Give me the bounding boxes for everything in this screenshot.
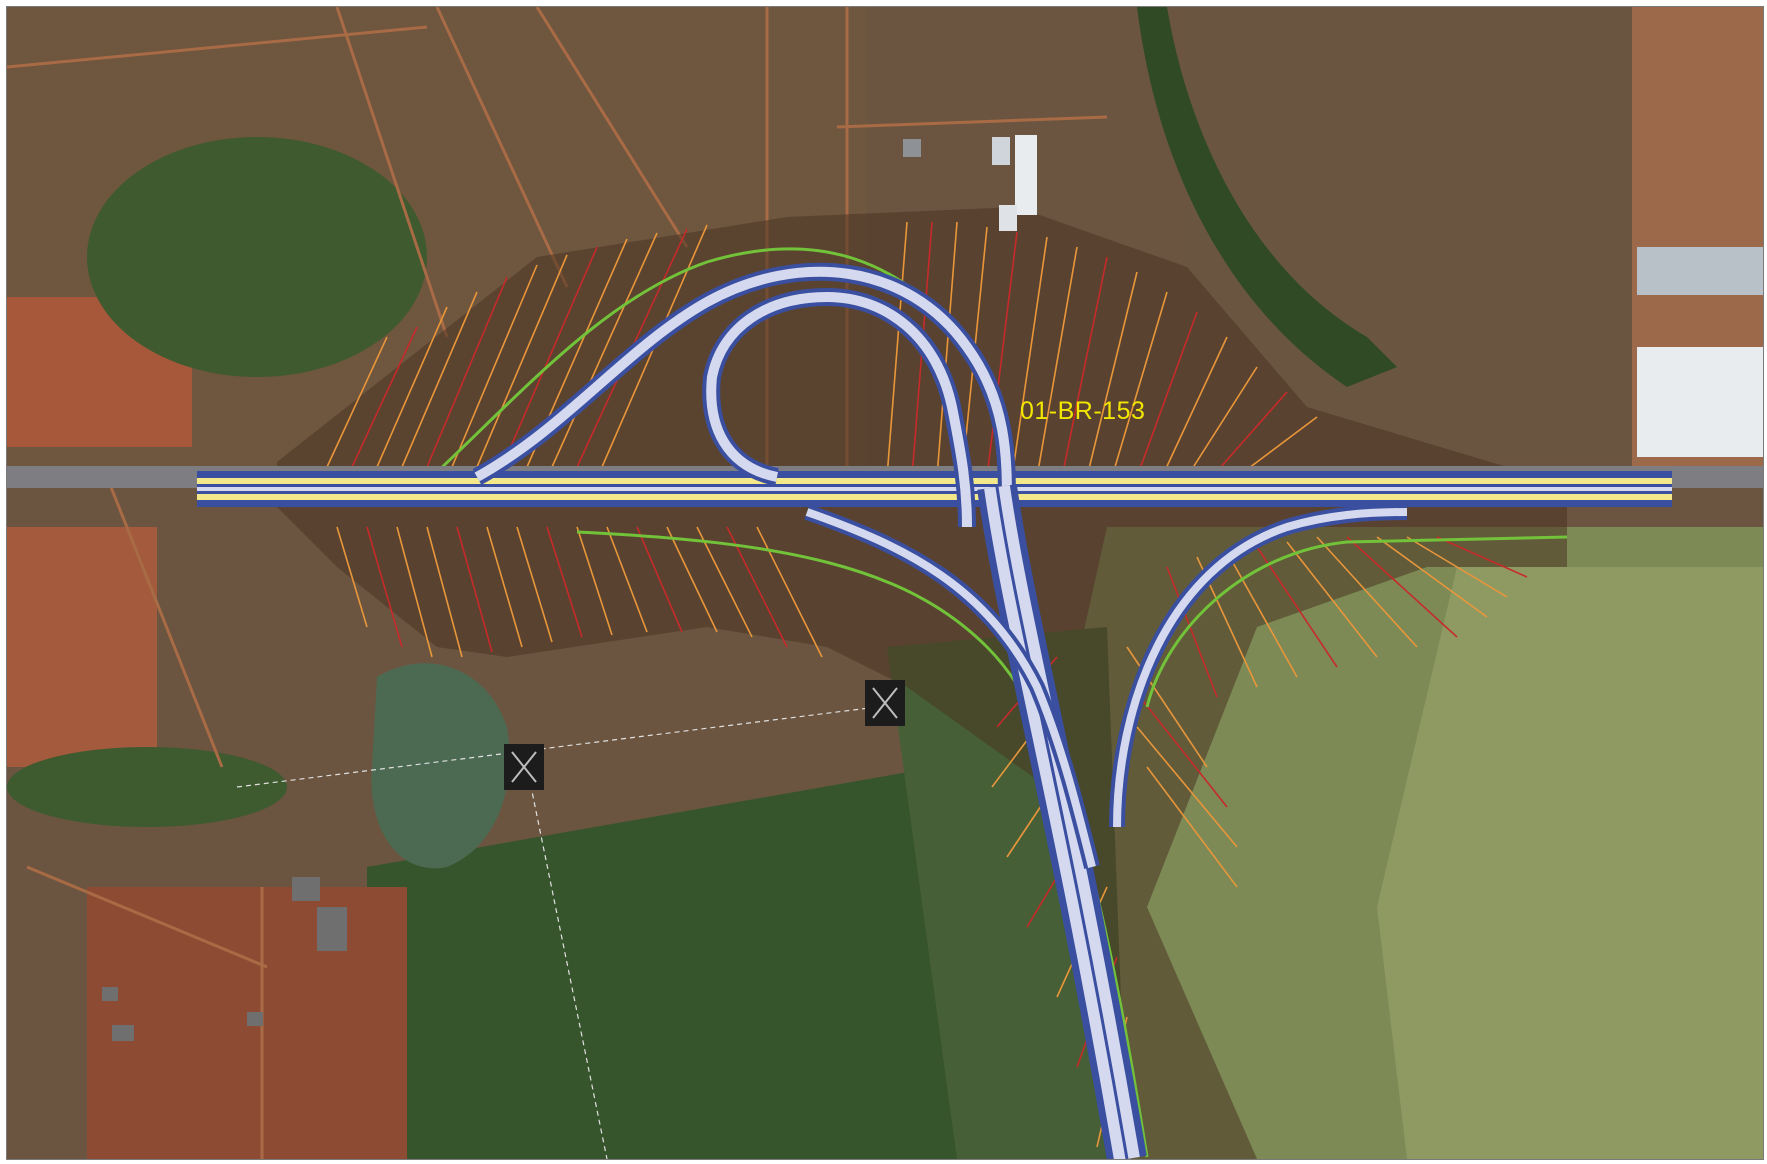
power-tower-icon <box>504 744 544 790</box>
tree-belt-ne <box>1137 7 1397 387</box>
vegetation-w <box>7 747 287 827</box>
loop-ramp <box>472 262 1016 528</box>
ramp-southeast <box>1109 504 1408 828</box>
warehouse-roof <box>1637 347 1763 457</box>
map-view[interactable]: 01-BR-153 <box>6 6 1764 1160</box>
vegetation-nw <box>87 137 427 377</box>
pond <box>371 663 510 869</box>
contours-north <box>326 221 1318 478</box>
highway-mainline <box>7 466 1763 507</box>
warehouse-roof-2 <box>1637 247 1763 295</box>
road-label: 01-BR-153 <box>1020 397 1146 425</box>
project-corridor-shade <box>277 207 1567 1159</box>
terrain-red-soil-sw <box>7 527 157 767</box>
buildings-north <box>903 135 1037 231</box>
power-tower-icon <box>865 680 905 726</box>
buildings-southwest <box>102 877 347 1041</box>
terrain-woodland-s <box>367 767 1007 1159</box>
terrain-fields-se-light <box>1377 567 1763 1159</box>
south-approach <box>977 484 1147 1159</box>
power-line <box>236 706 878 1159</box>
ramp-southwest <box>804 504 1100 869</box>
aerial-map <box>7 7 1763 1159</box>
